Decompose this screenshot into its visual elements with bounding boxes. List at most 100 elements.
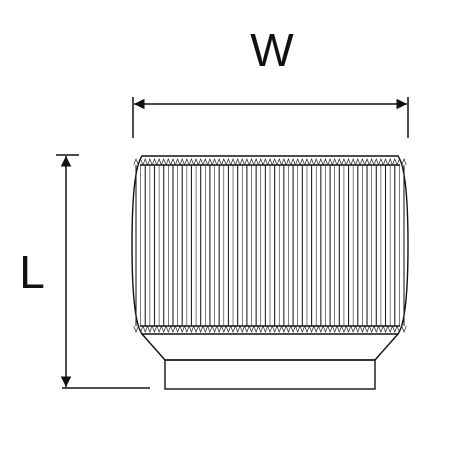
knurl-notch-bottom xyxy=(239,325,245,333)
knurl-notch-top xyxy=(378,158,384,166)
knurl-notch-top xyxy=(364,158,370,166)
knurl-notch-top xyxy=(202,158,208,166)
knurl-notch-top xyxy=(359,158,366,166)
knurl-notch-bottom xyxy=(299,325,305,333)
knurl-notch-bottom xyxy=(207,325,213,333)
knurl-notch-top xyxy=(341,158,347,166)
knurl-notch-bottom xyxy=(318,325,324,333)
knurl-notch-top xyxy=(308,158,315,166)
knurl-notch-bottom xyxy=(244,325,250,333)
length-label: L xyxy=(19,246,45,298)
knurl-notch-bottom xyxy=(253,325,259,333)
knurl-notch-top xyxy=(387,158,393,166)
knurl-notch-bottom xyxy=(202,325,208,333)
knurl-notch-bottom xyxy=(327,325,333,333)
knurl-notch-top xyxy=(350,158,356,166)
knurl-notch-bottom xyxy=(235,325,241,333)
knurl-notch-top xyxy=(193,158,199,166)
knurl-notch-bottom xyxy=(290,325,296,333)
knurl-notch-top xyxy=(401,158,407,166)
knurl-notch-bottom xyxy=(304,325,310,333)
knurl-notch-top xyxy=(170,158,176,166)
knurl-notch-bottom xyxy=(248,325,255,333)
knurl-notch-top xyxy=(304,158,310,166)
knurl-notch-bottom xyxy=(350,325,356,333)
knurl-notch-top xyxy=(235,158,241,166)
knurl-notch-top xyxy=(295,158,301,166)
width-dimension: W xyxy=(132,24,409,138)
knurl-notch-top xyxy=(133,158,139,166)
knurl-notch-bottom xyxy=(216,325,222,333)
knurl-notch-top xyxy=(313,158,319,166)
knurl-notch-bottom xyxy=(258,325,264,333)
knurl-notch-bottom xyxy=(295,325,301,333)
knurl-notch-top xyxy=(392,158,398,166)
knurl-notch-top xyxy=(332,158,338,166)
knurl-notch-top xyxy=(179,158,185,166)
knurl-notch-bottom xyxy=(230,325,236,333)
knurl-notch-top xyxy=(239,158,245,166)
knurl-notch-bottom xyxy=(179,325,185,333)
knurl-notch-top xyxy=(151,158,158,166)
knurl-notch-top xyxy=(147,158,153,166)
knurl-notch-bottom xyxy=(193,325,199,333)
knurl-notch-bottom xyxy=(188,325,195,333)
knurl-notch-bottom xyxy=(308,325,315,333)
knurl-notch-bottom xyxy=(262,325,269,333)
knurl-notch-top xyxy=(281,158,287,166)
knurl-notch-bottom xyxy=(378,325,384,333)
knurl-notch-bottom xyxy=(336,325,342,333)
knurl-notch-bottom xyxy=(221,325,227,333)
fitting-body xyxy=(131,155,409,390)
knurl-notch-top xyxy=(198,158,204,166)
knurl-notch-top xyxy=(318,158,324,166)
knurl-notch-bottom xyxy=(355,325,361,333)
knurl-notch-bottom xyxy=(174,325,181,333)
knurl-notch-bottom xyxy=(359,325,366,333)
knurl-notch-bottom xyxy=(161,325,167,333)
width-label: W xyxy=(250,24,294,76)
knurl-notch-bottom xyxy=(198,325,204,333)
knurl-notch-top xyxy=(271,158,278,166)
bottom-collar xyxy=(164,359,376,390)
knurl-notch-top xyxy=(142,158,148,166)
knurl-notch-bottom xyxy=(387,325,393,333)
knurl-notch-top xyxy=(285,158,292,166)
knurl-notch-bottom xyxy=(341,325,347,333)
knurl-notch-bottom xyxy=(392,325,398,333)
knurl-notch-bottom xyxy=(142,325,148,333)
knurl-notch-bottom xyxy=(276,325,282,333)
knurl-notch-bottom xyxy=(285,325,292,333)
knurl-notch-bottom xyxy=(271,325,278,333)
knurl-notch-bottom xyxy=(313,325,319,333)
knurl-notch-bottom xyxy=(322,325,329,333)
knurl-notch-bottom xyxy=(345,325,352,333)
knurl-notch-bottom xyxy=(156,325,162,333)
knurl-notch-top xyxy=(184,158,190,166)
knurl-notch-top xyxy=(165,158,171,166)
knurl-notch-top xyxy=(156,158,162,166)
knurl-notch-bottom xyxy=(151,325,158,333)
knurl-notch-top xyxy=(216,158,222,166)
knurl-notch-bottom xyxy=(184,325,190,333)
knurl-notch-top xyxy=(225,158,232,166)
knurl-notch-top xyxy=(369,158,375,166)
knurl-notch-top xyxy=(248,158,255,166)
knurl-notch-top xyxy=(322,158,329,166)
knurl-notch-top xyxy=(137,158,144,166)
taper-section xyxy=(141,333,399,361)
knurl-notch-bottom xyxy=(165,325,171,333)
knurl-notch-bottom xyxy=(332,325,338,333)
knurl-notch-top xyxy=(161,158,167,166)
knurl-notch-top xyxy=(345,158,352,166)
knurl-notch-top xyxy=(373,158,379,166)
knurl-notch-bottom xyxy=(401,325,407,333)
knurl-notch-top xyxy=(211,158,218,166)
knurl-notch-bottom xyxy=(382,325,389,333)
knurl-notch-top xyxy=(299,158,305,166)
knurl-notch-top xyxy=(382,158,389,166)
knurl-notch-top xyxy=(207,158,213,166)
knurl-ridges xyxy=(133,158,407,333)
knurl-notch-top xyxy=(276,158,282,166)
